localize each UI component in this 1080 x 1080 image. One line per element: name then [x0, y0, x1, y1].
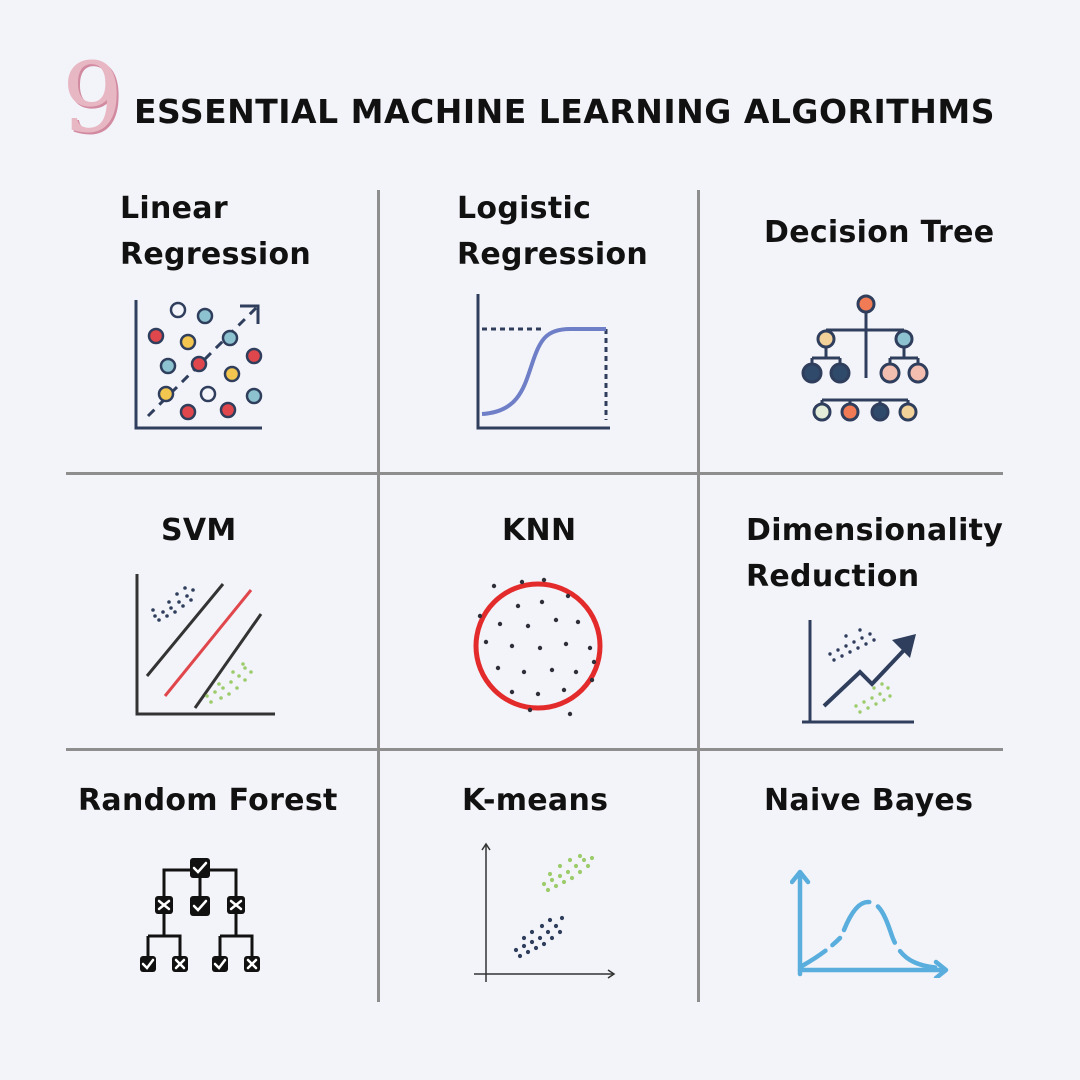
label-svm: SVM	[161, 513, 237, 548]
header: 9 ESSENTIAL MACHINE LEARNING ALGORITHMS	[62, 50, 1042, 150]
linear-regression-icon	[134, 300, 263, 430]
label-linear-regression: Linear Regression	[120, 191, 312, 272]
label-random-forest: Random Forest	[78, 783, 338, 818]
random-forest-icon	[140, 858, 260, 972]
svm-icon	[135, 574, 275, 716]
decision-tree-icon	[801, 294, 929, 422]
divider-horizontal-bottom	[66, 748, 1003, 751]
label-k-means: K-means	[462, 783, 609, 818]
page-title: ESSENTIAL MACHINE LEARNING ALGORITHMS	[134, 92, 995, 131]
label-decision-tree: Decision Tree	[764, 215, 995, 250]
k-means-icon	[474, 842, 616, 982]
divider-horizontal-top	[66, 472, 1003, 475]
label-knn: KNN	[502, 513, 577, 548]
logistic-curve-icon	[476, 294, 610, 430]
divider-vertical-left	[377, 190, 380, 1002]
dimensionality-reduction-icon	[802, 620, 916, 724]
naive-bayes-icon	[790, 869, 949, 978]
number-nine: 9	[62, 42, 124, 154]
knn-icon	[473, 577, 603, 717]
divider-vertical-right	[697, 190, 700, 1002]
label-dimensionality-reduction: Dimensionality Reduction	[746, 513, 1004, 594]
label-logistic-regression: Logistic Regression	[457, 191, 649, 272]
label-naive-bayes: Naive Bayes	[764, 783, 974, 818]
